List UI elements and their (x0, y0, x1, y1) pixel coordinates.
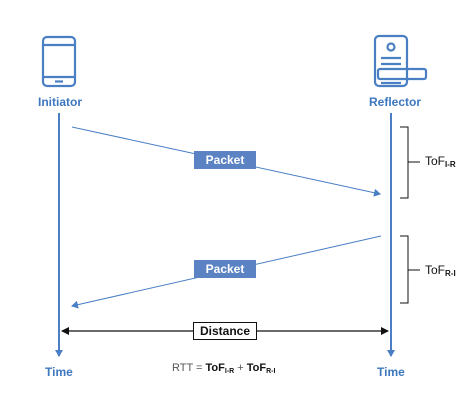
packet-label-1: Packet (194, 151, 256, 169)
initiator-label: Initiator (38, 95, 82, 109)
rtt-formula: RTT = ToFI-R + ToFR-I (172, 362, 276, 375)
tof-ri-label: ToFR-I (425, 263, 456, 278)
time-label-left: Time (45, 365, 73, 379)
door-lock-icon (373, 34, 428, 88)
distance-label: Distance (193, 322, 257, 340)
smartphone-icon (41, 35, 77, 88)
reflector-label: Reflector (369, 95, 422, 109)
time-label-right: Time (377, 365, 405, 379)
tof-bracket-ir (400, 126, 420, 199)
tof-ir-label: ToFI-R (425, 154, 456, 169)
tof-bracket-ri (400, 235, 420, 304)
packet-label-2: Packet (194, 260, 256, 278)
